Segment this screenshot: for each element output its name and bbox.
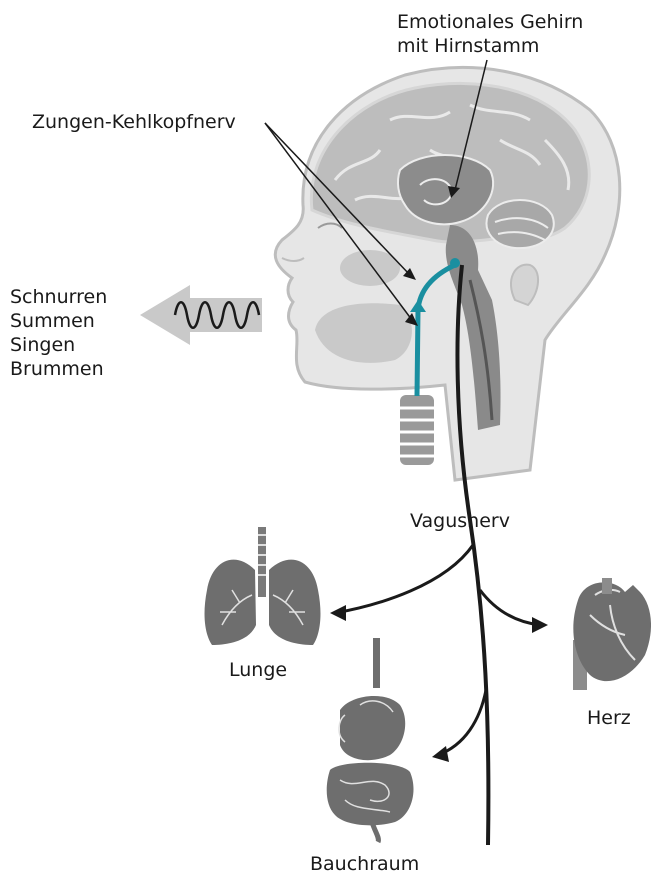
abdomen-label: Bauchraum: [310, 853, 419, 875]
arrowhead-heart: [532, 617, 548, 633]
heart-icon: [573, 578, 651, 690]
arrowhead-lung: [330, 605, 346, 621]
digestive-tract-icon: [327, 638, 414, 842]
sound-label-brummen: Brummen: [10, 358, 104, 380]
branch-abdomen: [438, 690, 486, 755]
larynx-icon: [400, 395, 434, 465]
brain-label-line1: Emotionales Gehirn: [397, 11, 583, 33]
sound-arrow-icon: [140, 285, 262, 345]
brain-label-line2: mit Hirnstamm: [397, 35, 539, 57]
nerve-label: Zungen-Kehlkopfnerv: [32, 111, 236, 133]
heart-label: Herz: [587, 707, 631, 729]
lungs-icon: [205, 527, 321, 645]
branch-lung: [335, 545, 473, 613]
branch-heart: [480, 590, 540, 625]
sound-label-summen: Summen: [10, 310, 95, 332]
arrowhead-abdomen: [432, 746, 449, 762]
sound-label-singen: Singen: [10, 334, 75, 356]
vagus-label: Vagusnerv: [410, 510, 510, 532]
lung-label: Lunge: [229, 659, 287, 681]
nerve-origin-dot: [450, 258, 460, 268]
sound-label-schnurren: Schnurren: [10, 286, 107, 308]
